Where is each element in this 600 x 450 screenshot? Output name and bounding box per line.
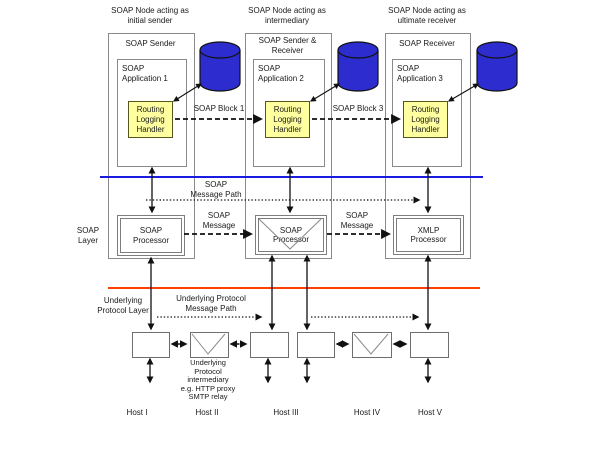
protocol-intermediary-note: Underlying Protocol intermediary e.g. HT…	[180, 358, 236, 402]
database2-cylinder-icon	[336, 40, 380, 99]
node1-title: SOAP Sender	[125, 39, 176, 48]
host5-label: Host V	[417, 408, 442, 417]
host1-label: Host I	[126, 408, 148, 417]
application3-box	[392, 59, 462, 167]
intermediary-envelope-box-1	[190, 332, 229, 358]
node3-title: SOAP Receiver	[399, 39, 455, 48]
host3-label: Host III	[273, 408, 299, 417]
soap-block-3-label: SOAP Block 3	[332, 104, 384, 113]
processor-host-arrows	[147, 254, 432, 331]
protocol-layer-separator-line	[108, 287, 480, 289]
host3-protocol-box-out	[297, 332, 335, 358]
intermediary-envelope-box-2	[352, 332, 392, 358]
host5-protocol-box	[410, 332, 449, 358]
host1-protocol-box	[132, 332, 170, 358]
soap-layer-separator-line	[100, 176, 483, 178]
database1-cylinder-icon	[198, 40, 242, 99]
host4-label: Host IV	[353, 408, 381, 417]
host2-label: Host II	[195, 408, 219, 417]
node2-title: SOAP Sender &Receiver	[258, 36, 317, 55]
node2-rect	[245, 33, 332, 259]
host3-protocol-box-in	[250, 332, 289, 358]
soap-block-1-label: SOAP Block 1	[193, 104, 245, 113]
application1-box	[117, 59, 187, 167]
application2-box	[253, 59, 325, 167]
database3-cylinder-icon	[475, 40, 519, 99]
